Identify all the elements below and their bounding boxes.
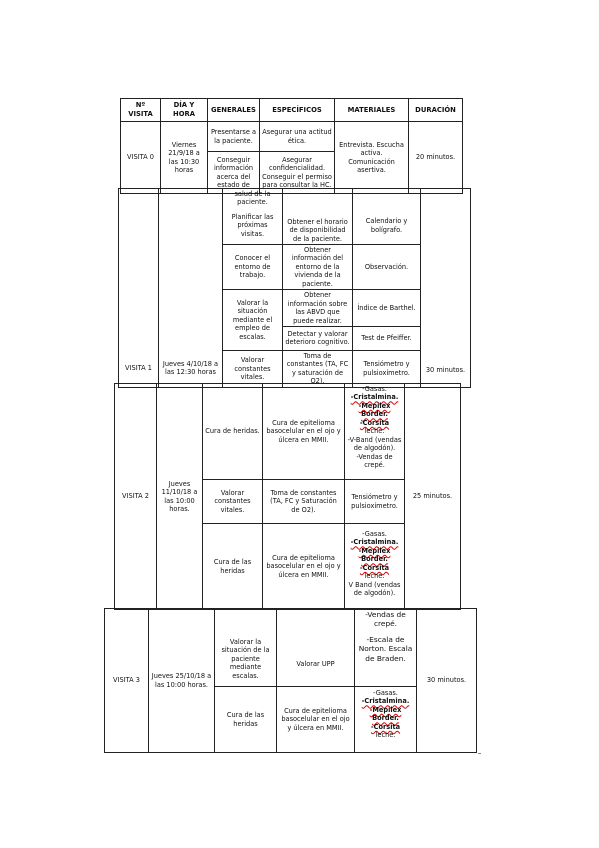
visit-1-duration: 30 minutos. bbox=[420, 188, 471, 388]
material-item: -Cristalmina. bbox=[350, 393, 399, 402]
material-item: -Corsita bbox=[370, 722, 401, 731]
visit-2-materials-3: -Gasas. -Cristalmina. -Mepilex Border. -… bbox=[344, 523, 405, 610]
visit-0-materials: Entrevista. Escucha activa. Comunicación… bbox=[334, 121, 409, 194]
visit-0-date: Viernes 21/9/18 a las 10:30 horas bbox=[160, 121, 208, 194]
visit-1-materials-5: Tensiómetro y pulsioxímetro. bbox=[352, 349, 421, 388]
material-item: leche. bbox=[364, 427, 385, 436]
visit-2-label: VISITA 2 bbox=[114, 383, 157, 610]
material-item: leche. bbox=[375, 731, 396, 740]
header-date: DÍA Y HORA bbox=[160, 98, 208, 122]
visit-3-specific-2: Cura de epitelioma basocelular en el ojo… bbox=[276, 686, 355, 753]
visit-2-specific-3: Cura de epitelioma basocelular en el ojo… bbox=[262, 523, 345, 610]
visit-0-duration: 20 minutos. bbox=[408, 121, 463, 194]
visit-0-label: VISITA 0 bbox=[120, 121, 161, 194]
material-item: -Vendas de crepé. bbox=[365, 610, 406, 629]
visit-3-specific-1: Valorar UPP bbox=[276, 608, 355, 687]
visit-2-materials-2: Tensiómetro y pulsioxímetro. bbox=[344, 479, 405, 524]
table-row: Valorar la situación mediante el empleo … bbox=[119, 289, 471, 351]
material-item: leche. bbox=[364, 572, 385, 581]
visit-3-date: Jueves 25/10/18 a las 10:00 horas. bbox=[148, 608, 215, 753]
table-row: VISITA 0 Viernes 21/9/18 a las 10:30 hor… bbox=[120, 121, 463, 194]
visit-1-specific-3: Obtener información sobre las ABVD que p… bbox=[282, 289, 353, 327]
visit-2-general-3: Cura de las heridas bbox=[202, 523, 263, 610]
material-item: -Cristalmina. bbox=[361, 697, 410, 706]
table-row: Valorar constantes vitales. Toma de cons… bbox=[119, 349, 471, 388]
visit-3-general-2: Cura de las heridas bbox=[214, 686, 277, 753]
material-item: -Gasas. bbox=[362, 385, 387, 393]
schedule-table-page2: VISITA 1 Jueves 4/10/18 a las 12:30 hora… bbox=[118, 188, 471, 388]
visit-3-duration: 30 minutos. bbox=[416, 608, 477, 753]
visit-2-date: Jueves 11/10/18 a las 10:00 horas. bbox=[156, 383, 203, 610]
material-item: -Corsita bbox=[359, 563, 390, 572]
visit-3-general-1: Valorar la situación de la paciente medi… bbox=[214, 608, 277, 687]
header-duration: DURACIÓN bbox=[408, 98, 463, 122]
visit-3-materials-1: -Vendas de crepé. -Escala de Norton. Esc… bbox=[354, 608, 417, 687]
visit-1-label: VISITA 1 bbox=[118, 188, 159, 388]
visit-1-specific-2: Obtener información del entorno de la vi… bbox=[282, 243, 353, 291]
visit-1-general-2: Conocer el entorno de trabajo. bbox=[222, 243, 283, 291]
material-item: V Band (vendas de algodón). bbox=[348, 580, 401, 598]
table-row: Cura de las heridas Cura de epitelioma b… bbox=[105, 686, 477, 753]
material-item: -Gasas. bbox=[362, 530, 387, 538]
table-row: VISITA 1 Jueves 4/10/18 a las 12:30 hora… bbox=[118, 188, 471, 388]
visit-1-materials-3: Índice de Barthel. bbox=[352, 289, 421, 327]
visit-1-general-1: salud de la paciente. Planificar las pró… bbox=[222, 188, 283, 245]
visit-1-general-3: Valorar la situación mediante el empleo … bbox=[222, 289, 283, 351]
header-specific: ESPECÍFICOS bbox=[259, 98, 335, 122]
page-mark bbox=[478, 753, 481, 754]
material-item: -Gasas. bbox=[373, 689, 398, 697]
schedule-table-page3: VISITA 2 Jueves 11/10/18 a las 10:00 hor… bbox=[114, 383, 461, 610]
visit-1-general-cont: salud de la paciente. bbox=[234, 190, 271, 207]
visit-0-general-2: Conseguir información acerca del estado … bbox=[207, 151, 260, 194]
visit-0-specific-2: Asegurar confidencialidad. Conseguir el … bbox=[259, 151, 335, 194]
table-row: Conseguir información acerca del estado … bbox=[121, 151, 463, 194]
material-item: -Mepilex Border. bbox=[358, 546, 391, 564]
table-row: Detectar y valorar deterioro cognitivo. … bbox=[119, 325, 471, 351]
table-row: Valorar constantes vitales. Toma de cons… bbox=[115, 479, 461, 524]
visit-2-duration: 25 minutos. bbox=[404, 383, 461, 610]
visit-1-materials-2: Observación. bbox=[352, 243, 421, 291]
visit-2-specific-2: Toma de constantes (TA, FC y Saturación … bbox=[262, 479, 345, 524]
header-visit: Nº VISITA bbox=[120, 98, 161, 122]
visit-0-general-1: Presentarse a la paciente. bbox=[207, 121, 260, 152]
visit-2-general-1: Cura de heridas. bbox=[202, 383, 263, 480]
material-item: -Corsita bbox=[359, 418, 390, 427]
schedule-table-page4: VISITA 3 Jueves 25/10/18 a las 10:00 hor… bbox=[104, 608, 477, 753]
visit-1-specific-4: Detectar y valorar deterioro cognitivo. bbox=[282, 325, 353, 351]
visit-1-specific-5: Toma de constantes (TA, FC y saturación … bbox=[282, 349, 353, 388]
material-item: -Mepilex Border. bbox=[358, 401, 391, 419]
table-row: Cura de las heridas Cura de epitelioma b… bbox=[115, 523, 461, 610]
table-row: VISITA 2 Jueves 11/10/18 a las 10:00 hor… bbox=[114, 383, 461, 610]
visit-2-specific-1: Cura de epitelioma basocelular en el ojo… bbox=[262, 383, 345, 480]
visit-2-materials-1: -Gasas. -Cristalmina. -Mepilex Border. -… bbox=[344, 383, 405, 480]
material-item: -Cristalmina. bbox=[350, 538, 399, 547]
schedule-table-page1: Nº VISITA DÍA Y HORA GENERALES ESPECÍFIC… bbox=[120, 98, 463, 194]
visit-2-general-2: Valorar constantes vitales. bbox=[202, 479, 263, 524]
material-item: -Vendas de crepé. bbox=[356, 452, 393, 469]
table-header-row: Nº VISITA DÍA Y HORA GENERALES ESPECÍFIC… bbox=[120, 98, 463, 122]
visit-1-general-plan: Planificar las próximas visitas. bbox=[231, 212, 274, 238]
visit-1-materials-4: Test de Pfeiffer. bbox=[352, 325, 421, 351]
table-row: VISITA 3 Jueves 25/10/18 a las 10:00 hor… bbox=[104, 608, 477, 753]
material-item: -Mepilex Border. bbox=[369, 705, 402, 723]
visit-0-specific-1: Asegurar una actitud ética. bbox=[259, 121, 335, 152]
material-item: -Escala de Norton. Escala de Braden. bbox=[358, 634, 413, 663]
table-row: Conocer el entorno de trabajo. Obtener i… bbox=[119, 243, 471, 291]
visit-1-general-4: Valorar constantes vitales. bbox=[222, 349, 283, 388]
header-general: GENERALES bbox=[207, 98, 260, 122]
visit-3-label: VISITA 3 bbox=[104, 608, 149, 753]
visit-1-date: Jueves 4/10/18 a las 12:30 horas bbox=[158, 188, 223, 388]
header-materials: MATERIALES bbox=[334, 98, 409, 122]
visit-1-specific-1: Obtener el horario de disponibilidad de … bbox=[282, 188, 353, 245]
visit-1-materials-1: Calendario y bolígrafo. bbox=[352, 188, 421, 245]
material-item: -V-Band (vendas de algodón). bbox=[347, 435, 402, 453]
visit-3-materials-2: -Gasas. -Cristalmina. -Mepilex Border. -… bbox=[354, 686, 417, 753]
